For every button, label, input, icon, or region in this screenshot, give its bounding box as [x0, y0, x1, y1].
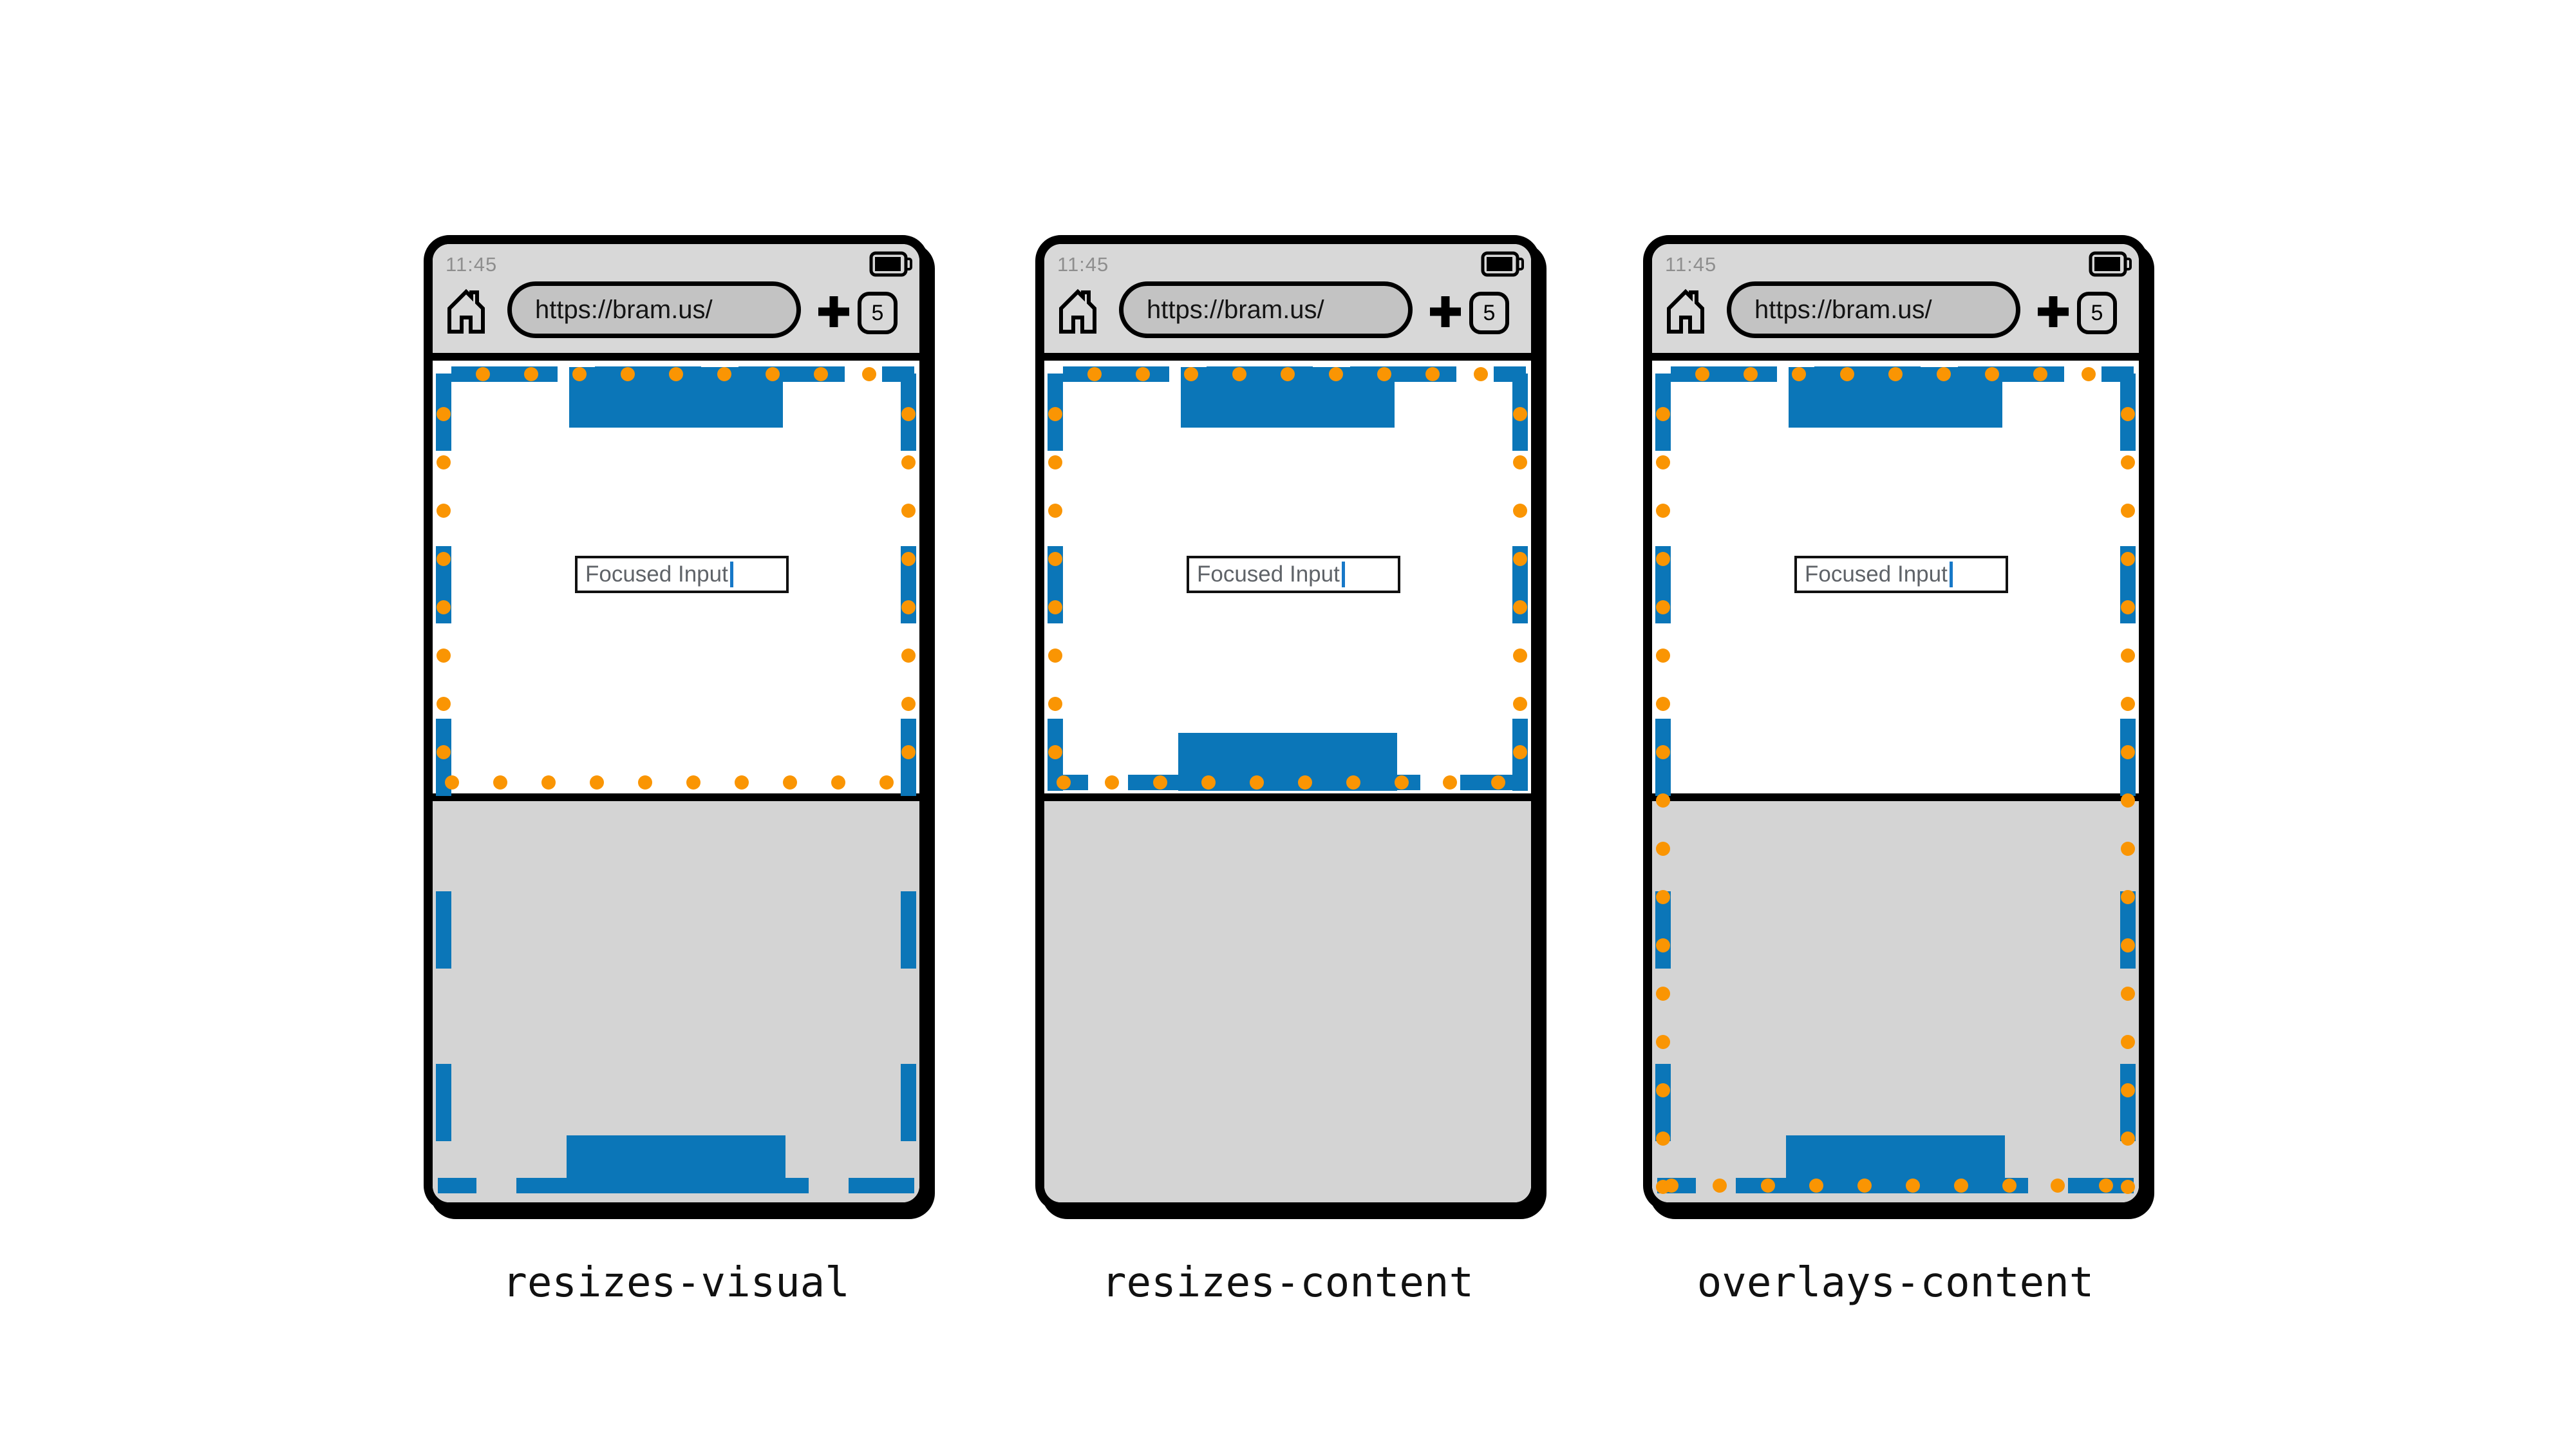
focused-text-input[interactable]: Focused Input — [575, 556, 789, 593]
battery-icon — [869, 251, 912, 277]
home-icon[interactable] — [1056, 285, 1100, 336]
viewport-borders-overlay — [1652, 361, 2139, 1200]
home-icon[interactable] — [444, 285, 488, 336]
focused-text-input[interactable]: Focused Input — [1794, 556, 2008, 593]
keyboard-mode-panel-resizes-content: 11:45 https://bram.us/ 5 — [1035, 235, 1540, 1330]
mode-label: resizes-visual — [502, 1259, 850, 1307]
text-caret — [1949, 562, 1953, 587]
new-tab-plus-icon[interactable] — [816, 294, 851, 329]
tab-counter[interactable]: 5 — [2077, 292, 2117, 334]
tab-counter-value: 5 — [1483, 300, 1496, 325]
input-value: Focused Input — [585, 562, 728, 587]
virtual-keyboard[interactable] — [433, 793, 919, 1202]
text-caret — [1341, 562, 1345, 587]
battery-icon — [1481, 251, 1524, 277]
status-bar-clock: 11:45 — [446, 253, 498, 276]
browser-chrome: 11:45 https://bram.us/ 5 — [1044, 244, 1531, 361]
phone-mockup: 11:45 https://bram.us/ 5 — [424, 235, 928, 1211]
tab-counter[interactable]: 5 — [1469, 292, 1509, 334]
page-content: Focused Input — [433, 361, 919, 1202]
viewport-borders-overlay — [433, 361, 919, 1196]
mode-label: resizes-content — [1102, 1259, 1474, 1307]
url-bar[interactable]: https://bram.us/ — [1727, 281, 2020, 338]
tab-counter-value: 5 — [871, 300, 884, 325]
battery-icon — [2089, 251, 2132, 277]
visual-viewport-border — [433, 361, 919, 790]
viewport-borders-overlay — [1044, 361, 1531, 791]
input-value: Focused Input — [1197, 562, 1340, 587]
url-text: https://bram.us/ — [1754, 295, 1932, 324]
tab-counter[interactable]: 5 — [858, 292, 898, 334]
tab-counter-value: 5 — [2091, 300, 2103, 325]
page-content: Focused Input — [1044, 361, 1531, 1202]
layout-viewport-border — [1655, 366, 2136, 1196]
visual-viewport-border — [1652, 361, 2139, 1200]
url-bar[interactable]: https://bram.us/ — [507, 281, 801, 338]
browser-chrome: 11:45 https://bram.us/ 5 — [1652, 244, 2139, 361]
page-content: Focused Input — [1652, 361, 2139, 1202]
keyboard-mode-panel-resizes-visual: 11:45 https://bram.us/ 5 — [424, 235, 928, 1330]
virtual-keyboard[interactable] — [1044, 793, 1531, 1202]
browser-chrome: 11:45 https://bram.us/ 5 — [433, 244, 919, 361]
status-bar-clock: 11:45 — [1057, 253, 1109, 276]
status-bar-clock: 11:45 — [1665, 253, 1717, 276]
home-icon[interactable] — [1664, 285, 1707, 336]
new-tab-plus-icon[interactable] — [2036, 294, 2071, 329]
url-text: https://bram.us/ — [535, 295, 713, 324]
url-text: https://bram.us/ — [1147, 295, 1324, 324]
new-tab-plus-icon[interactable] — [1428, 294, 1463, 329]
virtual-keyboard[interactable] — [1652, 793, 2139, 1202]
keyboard-mode-panel-overlays-content: 11:45 https://bram.us/ 5 — [1643, 235, 2148, 1330]
mode-label: overlays-content — [1697, 1259, 2094, 1307]
phone-mockup: 11:45 https://bram.us/ 5 — [1643, 235, 2148, 1211]
text-caret — [729, 562, 733, 587]
focused-text-input[interactable]: Focused Input — [1187, 556, 1400, 593]
fixed-footer-block — [567, 1135, 785, 1193]
input-value: Focused Input — [1805, 562, 1948, 587]
url-bar[interactable]: https://bram.us/ — [1119, 281, 1413, 338]
layout-viewport-border — [1048, 366, 1528, 791]
visual-viewport-border — [1044, 361, 1531, 790]
phone-mockup: 11:45 https://bram.us/ 5 — [1035, 235, 1540, 1211]
